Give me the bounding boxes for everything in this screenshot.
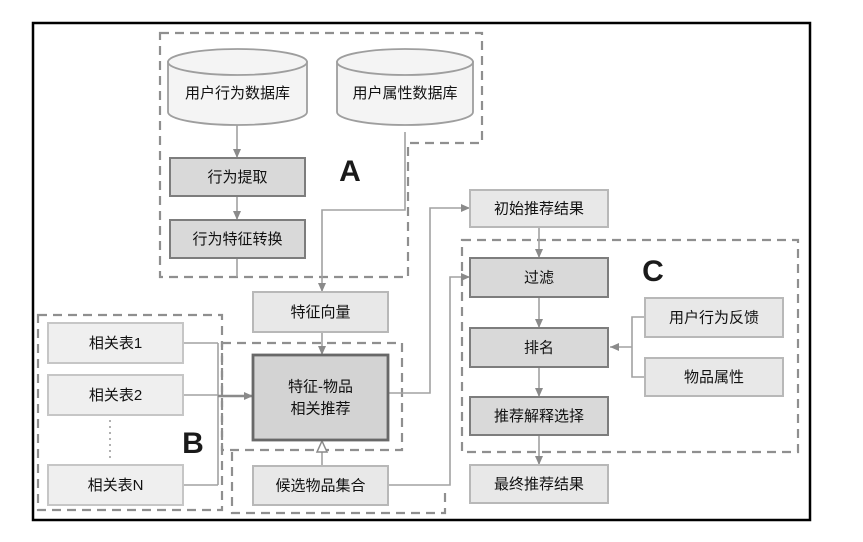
node-label: 用户属性数据库 — [352, 85, 457, 102]
edge-explain-to-final-arrowhead — [535, 456, 543, 465]
edge-rec-to-initial-arrowhead — [461, 204, 470, 212]
edge-feature-vector-to-rec-arrowhead — [318, 346, 326, 355]
node-label: 相关表2 — [89, 387, 142, 404]
node-box — [469, 327, 609, 368]
node-box — [169, 219, 306, 259]
node-box — [644, 357, 784, 397]
edge-rec-to-initial — [388, 207, 470, 394]
node-label-line: 行为提取 — [207, 169, 267, 186]
node-box — [469, 396, 609, 436]
edge-db2-to-feature-vector — [321, 132, 406, 292]
edge-ranking-to-explain-arrowhead — [535, 388, 543, 397]
node-candidate-item-set: 候选物品集合 — [252, 465, 389, 506]
node-label-line: 初始推荐结果 — [494, 201, 584, 218]
edge-candidate-to-rec-arrowhead — [315, 439, 329, 453]
node-box — [251, 353, 390, 442]
node-box — [469, 257, 609, 298]
node-label-line: 物品属性 — [684, 369, 744, 386]
group-b — [36, 313, 224, 512]
group-label-b: B — [182, 427, 204, 460]
group-mid — [220, 341, 404, 452]
node-user-behavior-db: 用户行为数据库 — [167, 48, 308, 126]
node-label-line: 特征-物品 — [288, 379, 353, 396]
node-feature-vector: 特征向量 — [252, 291, 389, 333]
group-c — [460, 238, 800, 454]
node-label-line: 推荐解释选择 — [494, 408, 584, 425]
node-user-behavior-feedback: 用户行为反馈 — [644, 297, 784, 338]
node-label: 特征-物品相关推荐 — [288, 379, 353, 418]
edge-feedback-bracket — [631, 316, 645, 378]
edge-tables-to-rec-arrowhead — [244, 392, 253, 400]
node-box — [469, 464, 609, 504]
node-label-line: 特征向量 — [290, 304, 350, 321]
node-label: 用户行为反馈 — [669, 310, 759, 327]
edge-db2-to-feature-vector-arrowhead — [318, 283, 326, 292]
node-label: 物品属性 — [684, 369, 744, 386]
edge-initial-to-filter-arrowhead — [535, 249, 543, 258]
edge-db1-to-extract-arrowhead — [233, 149, 241, 158]
edge-filter-to-ranking-arrowhead — [535, 319, 543, 328]
node-label: 行为特征转换 — [192, 231, 282, 248]
node-label-line: 过滤 — [524, 270, 554, 287]
node-label-line: 用户属性数据库 — [352, 85, 457, 102]
node-label: 初始推荐结果 — [494, 201, 584, 218]
node-label-line: 用户行为数据库 — [185, 85, 290, 102]
node-related-table-2: 相关表2 — [47, 374, 184, 416]
node-label: 过滤 — [524, 270, 554, 287]
edge-extract-to-transform-arrowhead — [233, 211, 241, 220]
node-label: 特征向量 — [290, 304, 350, 321]
node-box — [169, 157, 306, 197]
edge-candidate-to-filter — [388, 276, 470, 486]
node-label: 行为提取 — [207, 169, 267, 186]
node-label-line: 用户行为反馈 — [669, 310, 759, 327]
node-label-line: 相关表N — [88, 477, 144, 494]
node-box — [47, 464, 184, 506]
edge-candidate-to-filter-arrowhead — [461, 273, 470, 281]
node-box — [252, 291, 389, 333]
node-label: 最终推荐结果 — [494, 476, 584, 493]
node-rec-explanation-select: 推荐解释选择 — [469, 396, 609, 436]
group-a — [158, 31, 484, 279]
cylinder-top — [167, 48, 308, 76]
node-box — [644, 297, 784, 338]
node-label: 相关表N — [88, 477, 144, 494]
node-feature-item-recommend: 特征-物品相关推荐 — [251, 353, 390, 442]
node-label: 推荐解释选择 — [494, 408, 584, 425]
node-label: 用户行为数据库 — [185, 85, 290, 102]
diagram-frame — [31, 21, 812, 522]
node-box — [47, 322, 184, 364]
node-label: 相关表1 — [89, 335, 142, 352]
node-label: 候选物品集合 — [275, 478, 365, 495]
node-related-table-1: 相关表1 — [47, 322, 184, 364]
node-user-attribute-db: 用户属性数据库 — [336, 48, 474, 126]
node-label-line: 行为特征转换 — [192, 231, 282, 248]
group-label-c: C — [642, 255, 664, 288]
node-label-line: 候选物品集合 — [275, 478, 365, 495]
node-label-line: 相关推荐 — [290, 401, 350, 418]
cylinder-body — [167, 61, 308, 126]
node-final-rec-result: 最终推荐结果 — [469, 464, 609, 504]
node-behavior-feature-transform: 行为特征转换 — [169, 219, 306, 259]
node-box — [47, 374, 184, 416]
edge-feedback-to-ranking-arrowhead — [610, 343, 619, 351]
node-box — [252, 465, 389, 506]
node-ranking: 排名 — [469, 327, 609, 368]
node-label-line: 最终推荐结果 — [494, 476, 584, 493]
node-label: 排名 — [524, 340, 554, 357]
node-label-line: 相关表1 — [89, 335, 142, 352]
node-related-table-n: 相关表N — [47, 464, 184, 506]
node-label-line: 相关表2 — [89, 387, 142, 404]
cylinder-body — [336, 61, 474, 126]
node-behavior-extract: 行为提取 — [169, 157, 306, 197]
node-box — [469, 189, 609, 228]
node-item-attributes: 物品属性 — [644, 357, 784, 397]
group-candidate — [230, 452, 447, 515]
node-initial-rec-result: 初始推荐结果 — [469, 189, 609, 228]
node-filter: 过滤 — [469, 257, 609, 298]
cylinder-top — [336, 48, 474, 76]
node-label-line: 排名 — [524, 340, 554, 357]
group-label-a: A — [339, 155, 361, 188]
